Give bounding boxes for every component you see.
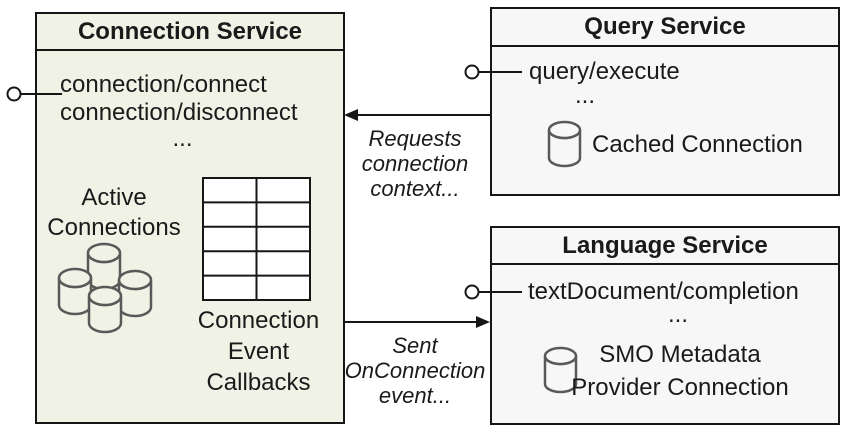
sent-onconnection-event-label: Sent OnConnection event... [340,333,490,408]
sent-label-line2: OnConnection [344,358,486,383]
sent-label-line3: event... [378,383,452,408]
language-method-completion: textDocument/completion [528,278,799,305]
callbacks-line3: Callbacks [206,369,311,396]
query-methods-ellipsis: ... [574,82,595,109]
active-connections-line2: Connections [47,214,181,241]
requests-connection-context-label: Requests connection context... [345,126,485,201]
connection-method-connect: connection/connect [60,71,267,98]
smo-label-line1: SMO Metadata [599,341,761,368]
active-connections-label: Active Connections [35,183,193,243]
connection-methods-ellipsis: ... [172,125,193,152]
connection-method-disconnect: connection/disconnect [60,99,298,126]
requests-label-line1: Requests [368,126,462,151]
language-methods-ellipsis: ... [667,301,688,328]
active-connections-line1: Active [81,184,147,211]
connection-service-title: Connection Service [37,14,343,51]
sent-label-line1: Sent [392,333,438,358]
smo-label-line2: Provider Connection [571,374,789,401]
callbacks-line1: Connection [197,307,320,334]
arrow-requests-connection-context [344,109,490,121]
requests-label-line2: connection [361,151,469,176]
arrow-sent-onconnection-event [345,316,490,328]
requests-label-line3: context... [370,176,460,201]
query-method-execute: query/execute [529,58,680,85]
connection-event-callbacks-label: Connection Event Callbacks [186,305,331,398]
language-service-title: Language Service [492,228,838,265]
callbacks-line2: Event [227,338,290,365]
cached-connection-label: Cached Connection [592,131,803,158]
query-service-title: Query Service [492,9,838,47]
smo-metadata-provider-label: SMO Metadata Provider Connection [520,338,840,404]
